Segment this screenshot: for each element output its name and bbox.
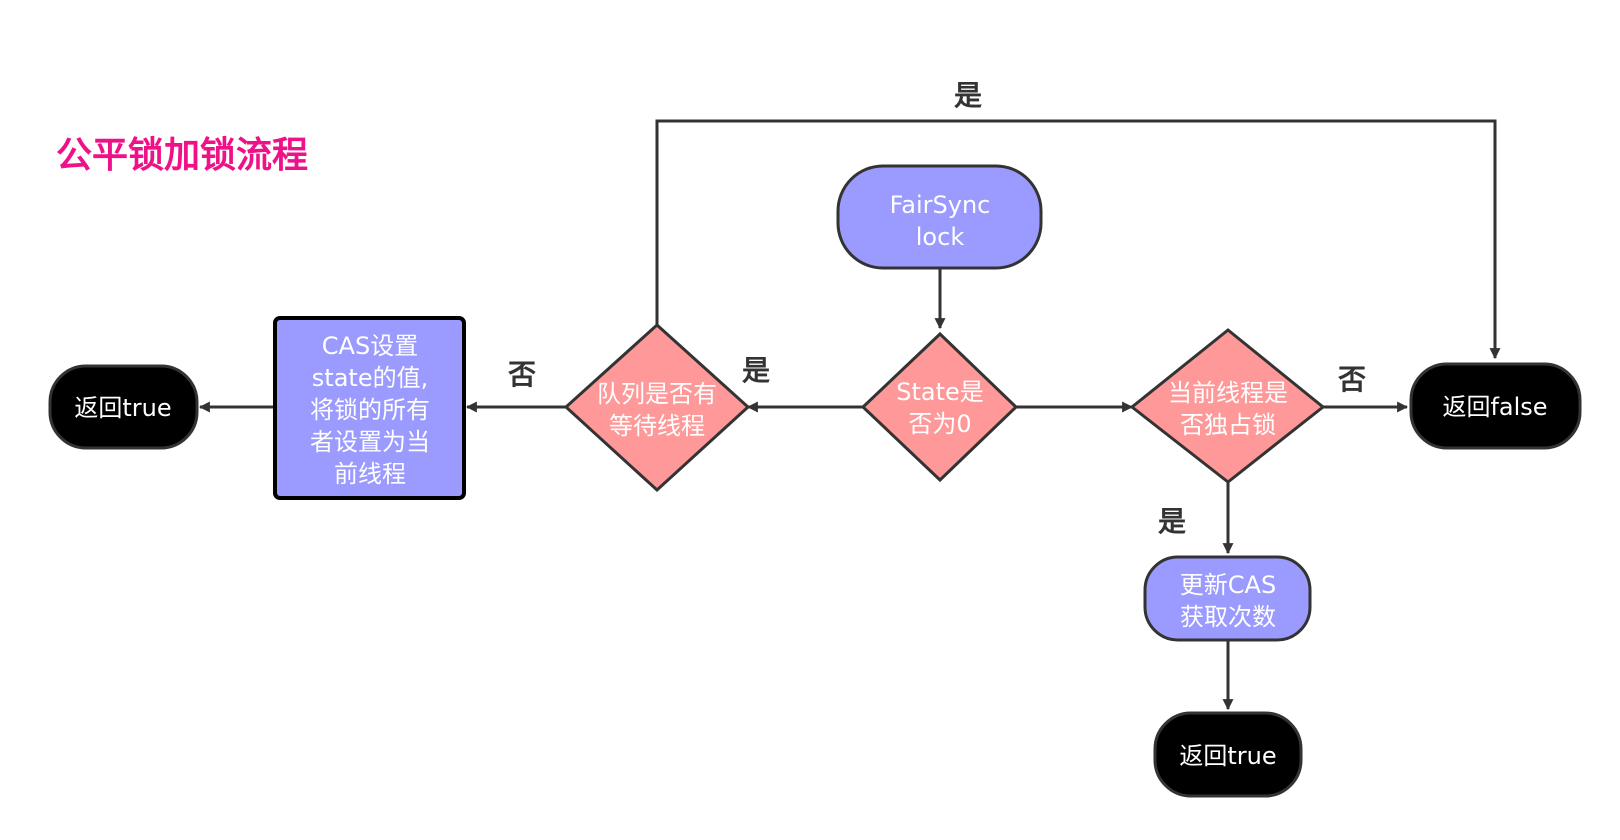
node-return-false: 返回false <box>1409 362 1582 450</box>
node-state-zero-shape <box>860 331 1019 483</box>
node-update-cas-line-1: 更新CAS <box>1180 571 1276 599</box>
node-queue-waiting-line-1: 队列是否有 <box>597 380 717 408</box>
edge-label-state-yes: 是 <box>742 354 770 387</box>
edge-label-queue-no: 否 <box>508 358 536 391</box>
node-return-false-label: 返回false <box>1442 393 1547 421</box>
node-start-line-2: lock <box>916 223 965 251</box>
node-exclusive-owner-line-2: 否独占锁 <box>1180 411 1276 439</box>
node-update-cas-line-2: 获取次数 <box>1180 603 1276 631</box>
node-cas-set-line-2: state的值, <box>312 364 428 392</box>
node-exclusive-owner-shape <box>1129 328 1326 484</box>
node-return-true-left: 返回true <box>48 364 199 450</box>
node-state-zero: State是 否为0 <box>860 331 1019 483</box>
node-exclusive-owner-line-1: 当前线程是 <box>1168 379 1288 407</box>
node-queue-waiting-line-2: 等待线程 <box>609 412 705 440</box>
node-return-true-left-shape <box>48 364 199 450</box>
node-queue-waiting-shape <box>563 322 751 493</box>
node-cas-set-line-5: 前线程 <box>334 460 406 488</box>
node-return-true-left-label: 返回true <box>74 394 171 422</box>
diagram-title: 公平锁加锁流程 <box>56 135 308 176</box>
node-return-false-shape <box>1409 362 1582 450</box>
node-return-true-bottom-label: 返回true <box>1179 742 1276 770</box>
node-start-shape <box>836 164 1043 270</box>
node-state-zero-line-2: 否为0 <box>908 410 971 438</box>
node-cas-set-line-1: CAS设置 <box>322 332 418 360</box>
edge-label-exclusive-yes: 是 <box>1158 505 1186 538</box>
node-cas-set-shape <box>273 316 466 500</box>
node-start-line-1: FairSync <box>890 191 991 219</box>
node-update-cas: 更新CAS 获取次数 <box>1143 555 1312 642</box>
node-return-true-bottom-shape <box>1153 711 1303 798</box>
node-update-cas-shape <box>1143 555 1312 642</box>
edge-label-queue-yes: 是 <box>954 79 982 112</box>
node-return-true-bottom: 返回true <box>1153 711 1303 798</box>
node-cas-set-line-4: 者设置为当 <box>310 428 430 456</box>
node-queue-waiting: 队列是否有 等待线程 <box>563 322 751 493</box>
node-start: FairSync lock <box>836 164 1043 270</box>
node-exclusive-owner: 当前线程是 否独占锁 <box>1129 328 1326 484</box>
edges <box>198 119 1501 711</box>
node-state-zero-line-1: State是 <box>896 378 984 406</box>
edge-queue-to-return-false <box>655 119 1501 360</box>
node-cas-set: CAS设置 state的值, 将锁的所有 者设置为当 前线程 <box>273 316 466 500</box>
edge-label-exclusive-no: 否 <box>1338 363 1366 396</box>
node-cas-set-line-3: 将锁的所有 <box>310 396 430 424</box>
